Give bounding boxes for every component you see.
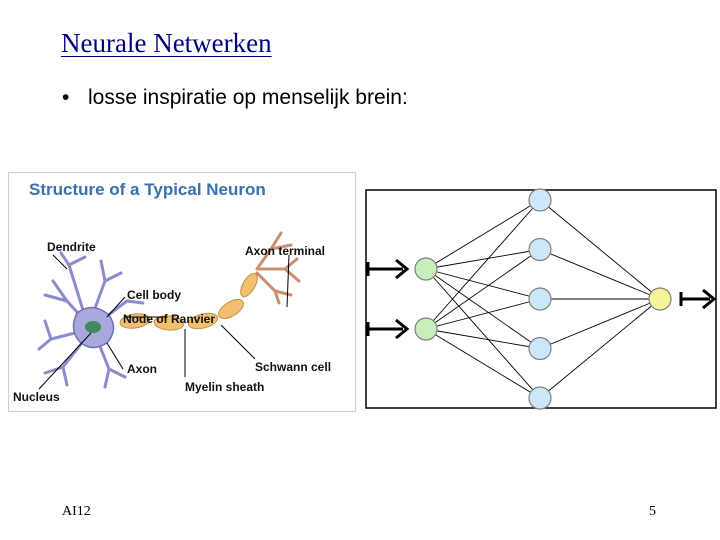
hidden-node	[528, 386, 552, 410]
network-nodes	[414, 188, 672, 410]
connection-hidden-output	[539, 298, 661, 399]
neuron-heading: Structure of a Typical Neuron	[29, 180, 266, 199]
connection-hidden-output	[539, 298, 661, 349]
connection-input-hidden	[425, 199, 541, 270]
bullet-item: • losse inspiratie op menselijk brein:	[62, 86, 408, 110]
footer-page-number: 5	[649, 504, 656, 519]
label-myelin-sheath: Myelin sheath	[185, 380, 264, 394]
network-connections	[425, 199, 661, 399]
hidden-node	[528, 188, 552, 212]
output-node	[648, 287, 672, 311]
label-schwann-cell: Schwann cell	[255, 360, 331, 374]
label-dendrite: Dendrite	[47, 240, 96, 254]
connection-hidden-output	[539, 199, 661, 300]
connection-input-hidden	[425, 268, 541, 399]
network-arrows	[366, 258, 717, 340]
label-node-of-ranvier: Node of Ranvier	[123, 312, 215, 326]
output-arrow-icon	[679, 288, 717, 310]
hidden-node	[528, 237, 552, 262]
input-node	[414, 317, 438, 341]
axon-terminal-branches	[255, 231, 301, 305]
input-arrow-icon	[366, 258, 410, 280]
nucleus-shape	[85, 321, 101, 333]
input-arrow-icon	[366, 318, 410, 340]
connection-hidden-output	[539, 249, 661, 300]
network-svg	[365, 188, 717, 410]
label-cell-body: Cell body	[127, 288, 181, 302]
network-diagram	[362, 186, 720, 412]
input-node	[414, 257, 438, 281]
neuron-figure: Structure of a Typical Neuron	[8, 172, 356, 412]
footer-course-code: AI12	[62, 504, 91, 519]
neuron-illustration: Structure of a Typical Neuron	[13, 180, 331, 404]
label-pointers	[38, 254, 290, 390]
label-nucleus: Nucleus	[13, 390, 60, 404]
connection-input-hidden	[425, 199, 541, 330]
bullet-glyph: •	[62, 86, 70, 109]
connection-input-hidden	[425, 268, 541, 300]
connection-input-hidden	[425, 249, 541, 330]
bullet-text: losse inspiratie op menselijk brein:	[88, 86, 408, 109]
dendrite-branches	[37, 251, 145, 389]
connection-input-hidden	[425, 328, 541, 349]
slide-title: Neurale Netwerken	[61, 28, 272, 58]
label-axon-terminal: Axon terminal	[245, 244, 325, 258]
connection-input-hidden	[425, 298, 541, 330]
label-axon: Axon	[127, 362, 157, 376]
connection-input-hidden	[425, 268, 541, 349]
hidden-node	[528, 287, 552, 311]
hidden-node	[528, 336, 552, 361]
connection-input-hidden	[425, 249, 541, 270]
connection-input-hidden	[425, 328, 541, 399]
